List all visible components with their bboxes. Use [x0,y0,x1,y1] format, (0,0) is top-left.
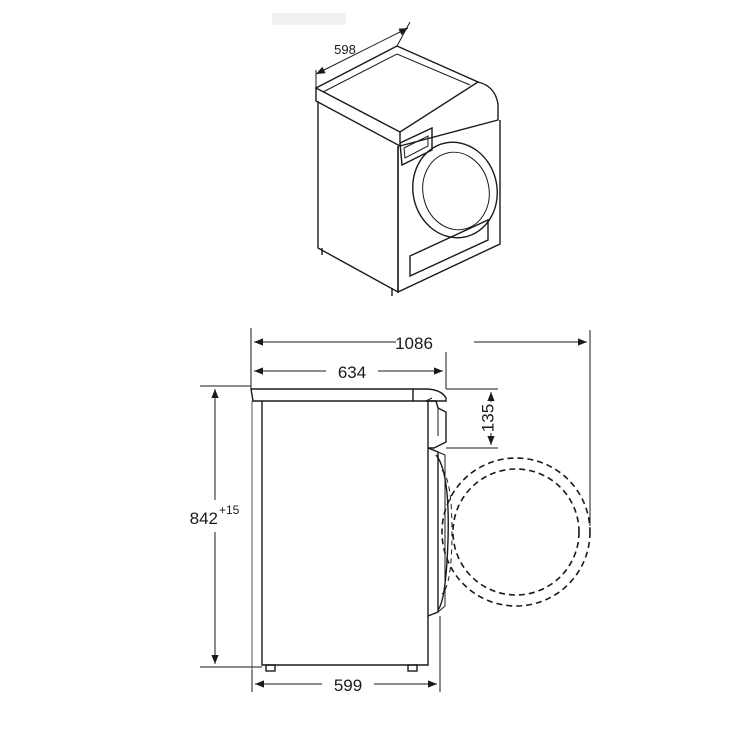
side-top-cover [250,388,447,402]
door-swing-inner [452,468,580,596]
depth-label: 634 [338,363,366,382]
dimension-lines: 1086 634 135 842 +15 599 [190,328,591,695]
side-control-panel [426,400,447,449]
iso-kick-plate [409,218,489,278]
iso-door [412,141,498,239]
width-dimension-line [315,27,409,75]
iso-side-panel [317,101,399,294]
front-foot [407,664,418,672]
overall-depth-label: 1086 [395,334,433,353]
height-label: 842 [190,509,218,528]
header-strip [272,13,346,25]
iso-top-surface [314,45,480,133]
panel-height-label: 135 [478,404,497,432]
side-view [250,388,591,672]
rear-foot [265,664,276,672]
door-swing-circle [441,457,591,607]
top-width-label: 598 [334,42,356,57]
iso-control-panel [399,126,433,167]
base-width-label: 599 [334,676,362,695]
height-tolerance-label: +15 [219,503,240,517]
isometric-view: 598 [314,21,501,296]
side-cabinet [261,401,429,666]
iso-front-panel [397,120,501,294]
